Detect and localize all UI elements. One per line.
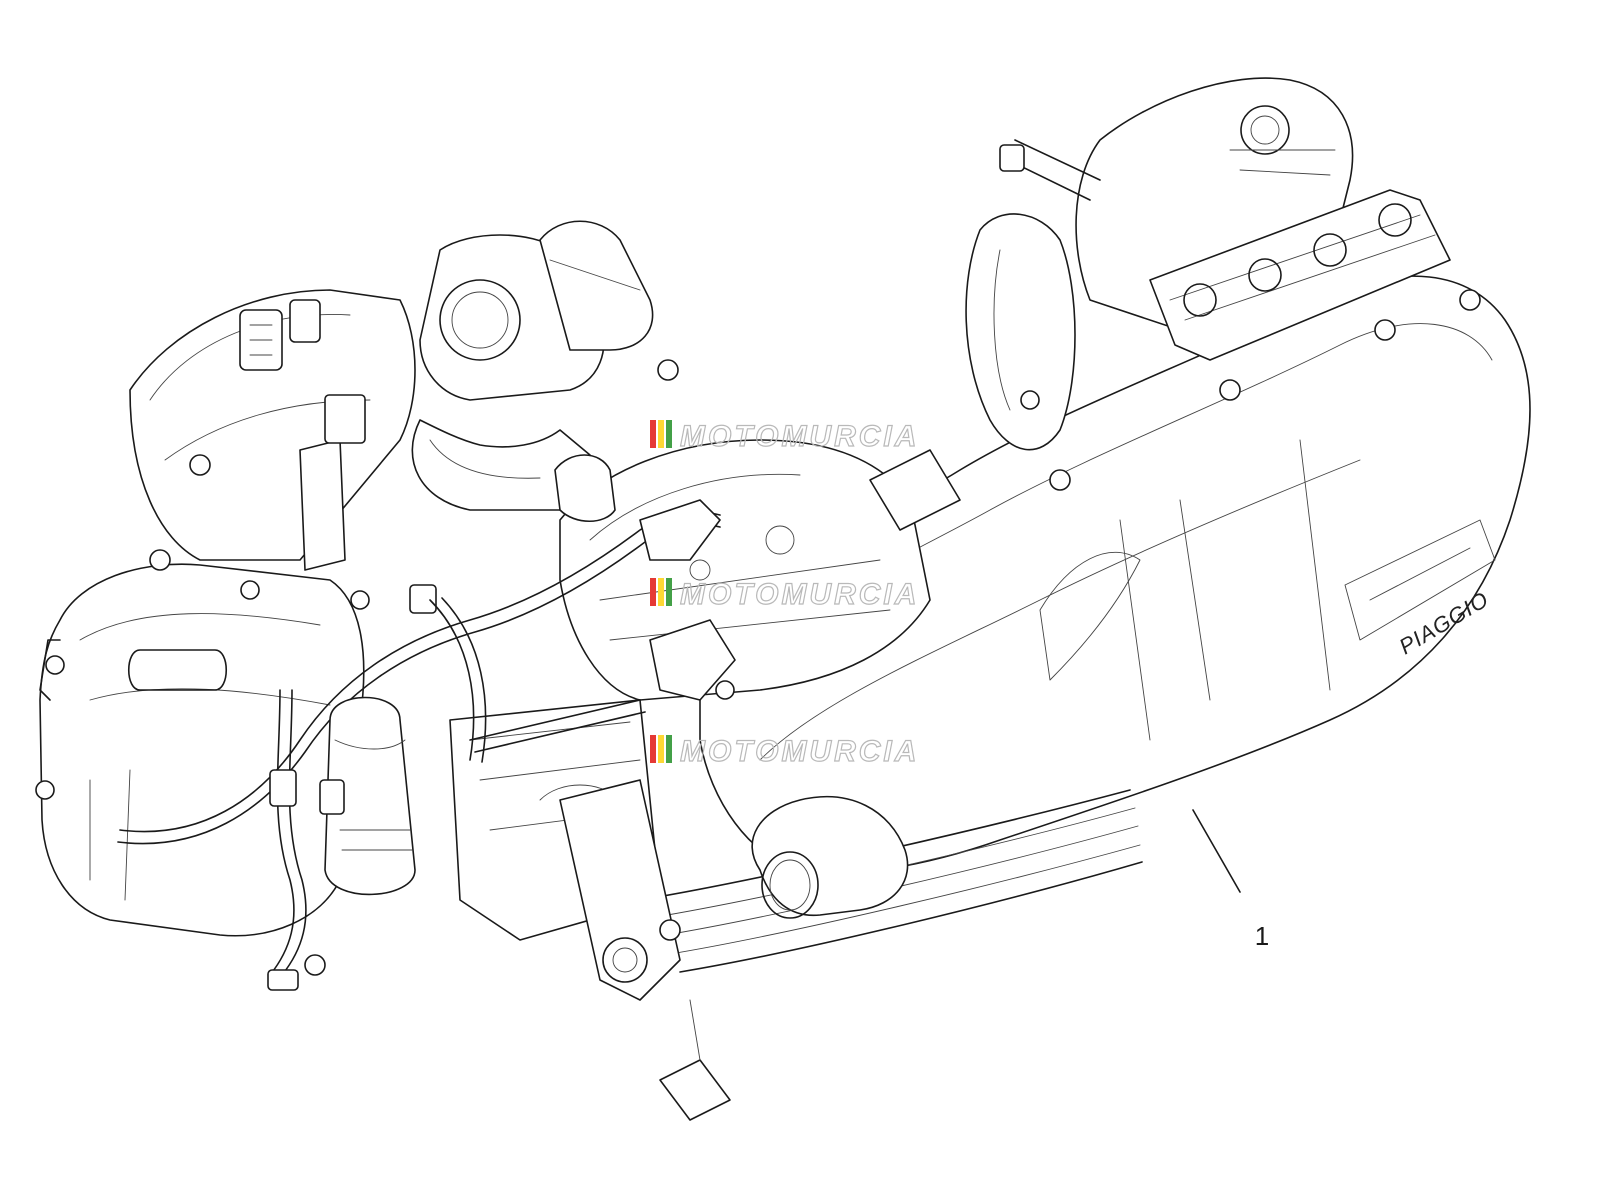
watermark-text: MOTOMURCIA [680, 420, 919, 453]
hoses-harness [117, 499, 736, 991]
callout-number: 1 [1255, 921, 1269, 951]
crankcase [449, 439, 961, 1121]
watermark: MOTOMURCIA [650, 577, 919, 612]
watermark: MOTOMURCIA [650, 734, 919, 769]
rear-hub-assembly [965, 77, 1481, 491]
watermark-text: MOTOMURCIA [680, 578, 919, 611]
watermark-group: MOTOMURCIA MOTOMURCIA MOTOMURCIA [650, 419, 919, 769]
watermark-text: MOTOMURCIA [680, 735, 919, 768]
callout-1: 1 [1192, 809, 1269, 951]
callout-leader-line [1192, 809, 1241, 893]
throttle-body [239, 220, 679, 614]
cvt-cover [639, 275, 1531, 973]
watermark: MOTOMURCIA [650, 419, 919, 454]
